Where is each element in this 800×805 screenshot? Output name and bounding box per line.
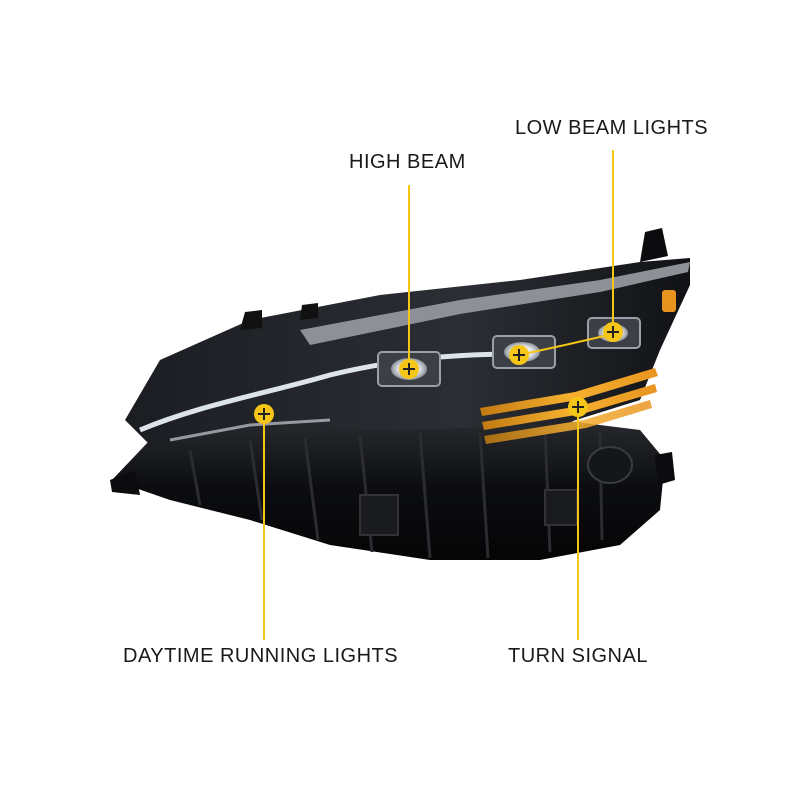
marker-turn-signal bbox=[568, 397, 588, 417]
drl-guide-lower bbox=[169, 418, 331, 442]
label-turn-signal: TURN SIGNAL bbox=[508, 645, 648, 667]
amber-side-marker bbox=[662, 290, 676, 312]
marker-low-beam-1 bbox=[509, 345, 529, 365]
callout-lines bbox=[263, 150, 614, 640]
turn-bar-2 bbox=[482, 384, 657, 430]
drl-guide bbox=[139, 351, 541, 433]
bracket-left bbox=[110, 470, 140, 495]
label-daytime-running-lights: DAYTIME RUNNING LIGHTS bbox=[123, 645, 399, 667]
turn-bar-3 bbox=[484, 400, 652, 444]
connector-right bbox=[655, 452, 675, 485]
marker-low-beam-2 bbox=[603, 322, 623, 342]
label-low-beam-lights: LOW BEAM LIGHTS bbox=[515, 117, 709, 139]
housing-boss bbox=[587, 446, 633, 484]
label-high-beam: HIGH BEAM bbox=[349, 151, 466, 173]
housing-box-1 bbox=[359, 494, 399, 536]
marker-drl bbox=[254, 404, 274, 424]
mount-top-right bbox=[640, 228, 668, 262]
mount-top-mid bbox=[300, 303, 318, 320]
chrome-strip bbox=[300, 262, 690, 345]
turn-bar-1 bbox=[480, 368, 658, 416]
mount-top-left bbox=[240, 310, 262, 330]
marker-high-beam bbox=[399, 359, 419, 379]
housing-box-2 bbox=[544, 489, 578, 526]
